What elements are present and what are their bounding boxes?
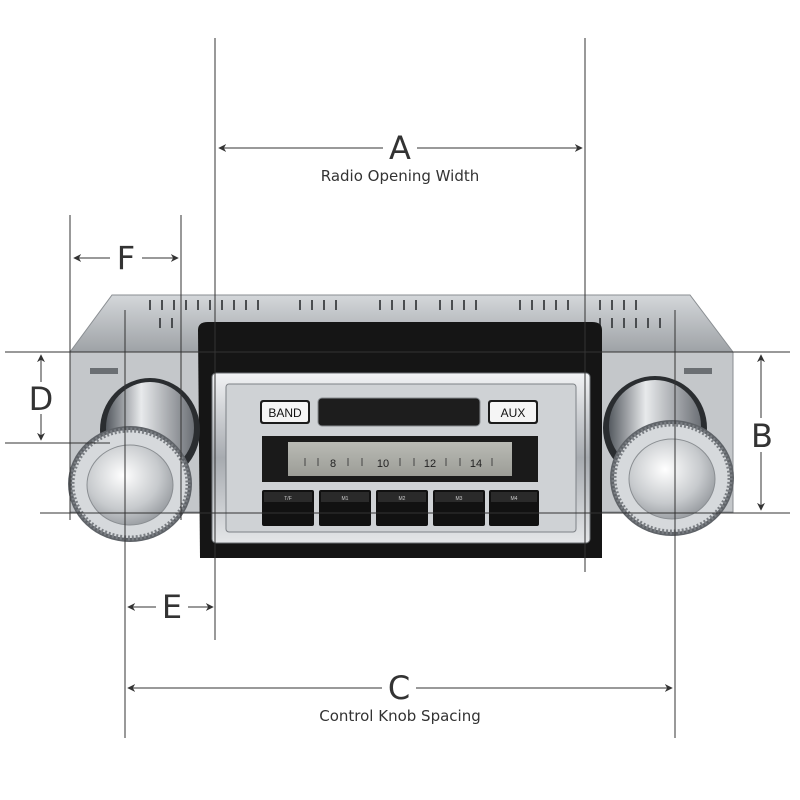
preset-button-m4[interactable]: M4 — [489, 490, 539, 526]
right-control-knob[interactable] — [603, 376, 734, 536]
dimension-a-caption: Radio Opening Width — [321, 167, 480, 185]
preset-button-m1[interactable]: M1 — [319, 490, 371, 526]
dimension-d-letter: D — [29, 380, 54, 418]
dial-tick-label: 14 — [470, 458, 482, 470]
dimension-a-letter: A — [389, 129, 411, 167]
preset-label: M4 — [511, 496, 518, 502]
dimension-e-letter: E — [162, 588, 182, 626]
dial-tick-label: 10 — [377, 458, 389, 470]
preset-label: T/F — [284, 496, 292, 502]
dimension-c-caption: Control Knob Spacing — [319, 707, 480, 725]
preset-label: M1 — [342, 496, 349, 502]
preset-button-tf[interactable]: T/F — [262, 490, 314, 526]
preset-button-m3[interactable]: M3 — [433, 490, 485, 526]
dimension-lines — [5, 38, 790, 738]
band-button-label: BAND — [268, 406, 302, 420]
preset-label: M2 — [399, 496, 406, 502]
dimension-c-letter: C — [388, 669, 410, 707]
dial-tick-label: 12 — [424, 458, 436, 470]
aux-button-label: AUX — [501, 406, 526, 420]
band-button[interactable]: BAND — [260, 400, 310, 424]
preset-label: M3 — [456, 496, 463, 502]
aux-button[interactable]: AUX — [488, 400, 538, 424]
dimension-labels: A Radio Opening Width F D B E C Control … — [29, 129, 773, 725]
display-slot — [317, 397, 481, 427]
dial-ticks — [304, 458, 493, 466]
dial-tick-label: 8 — [330, 458, 336, 470]
dimension-b-letter: B — [751, 417, 773, 455]
chassis-slot — [90, 368, 118, 374]
radio-illustration: BAND AUX 8 10 12 14 T/F — [68, 294, 735, 558]
chassis-slot — [684, 368, 712, 374]
preset-button-m2[interactable]: M2 — [376, 490, 428, 526]
chassis-vents — [149, 300, 661, 328]
dimension-f-letter: F — [117, 239, 135, 277]
